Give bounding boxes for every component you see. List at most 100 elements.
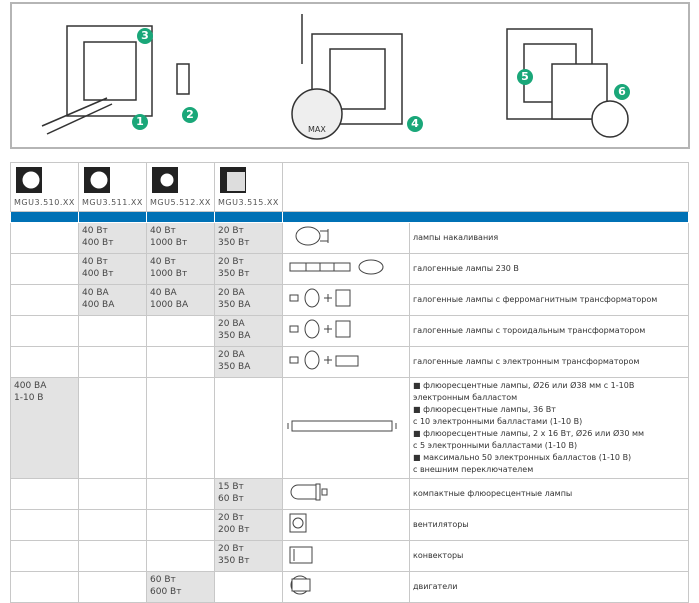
step-1-badge: 1: [132, 114, 148, 130]
load-icon-cell: [282, 315, 410, 347]
table-row: 60 Вт 600 Вт двигатели: [10, 571, 689, 603]
load-value-MGU3.515.XX: [214, 377, 283, 479]
load-icon-cell: [282, 478, 410, 510]
load-icon-cell: [282, 284, 410, 316]
load-value-MGU5.512.XX: 40 Вт 1000 Вт: [146, 253, 215, 285]
halogen-lamp-icon: [289, 259, 384, 275]
load-icon-cell: [282, 377, 410, 479]
product-column-3: MGU3.515.XX: [214, 162, 283, 212]
header-bar: [10, 211, 689, 223]
product-column-2: MGU5.512.XX: [146, 162, 215, 212]
description-line: электронным балластом: [413, 393, 518, 402]
description-line: ■ максимально 50 электронных балластов (…: [413, 453, 632, 462]
load-value-MGU3.511.XX: [78, 540, 147, 572]
motor-icon: [290, 575, 311, 595]
load-value-MGU3.515.XX: 15 Вт 60 Вт: [214, 478, 283, 510]
table-row: 400 ВА 1-10 В ■ флюоресцентные лампы, Ø26…: [10, 377, 689, 479]
convector-icon: [289, 546, 313, 564]
load-value-MGU3.515.XX: 20 ВА 350 ВА: [214, 284, 283, 316]
load-value-MGU3.510.XX: [10, 540, 79, 572]
load-description: двигатели: [409, 571, 689, 603]
load-description: ■ флюоресцентные лампы, Ø26 или Ø38 мм с…: [409, 377, 689, 479]
product-code: MGU3.510.XX: [14, 198, 75, 207]
step-3-badge: 3: [137, 28, 153, 44]
load-value-MGU3.510.XX: [10, 571, 79, 603]
load-description: галогенные лампы с электронным трансформ…: [409, 346, 689, 378]
load-value-MGU3.515.XX: 20 Вт 350 Вт: [214, 222, 283, 254]
load-value-MGU3.511.XX: [78, 571, 147, 603]
load-value-MGU3.511.XX: [78, 377, 147, 479]
load-value-MGU3.510.XX: 400 ВА 1-10 В: [10, 377, 79, 479]
dimmer-rotary-icon: [16, 167, 42, 193]
description-line: ■ флюоресцентные лампы, 36 Вт: [413, 405, 556, 414]
load-description: компактные флюоресцентные лампы: [409, 478, 689, 510]
step-5-badge: 5: [517, 69, 533, 85]
product-header-row: MGU3.510.XX MGU3.511.XX MGU5.512.XX MGU3…: [10, 162, 689, 212]
installation-drawing: MAX: [41, 14, 629, 140]
load-description: вентиляторы: [409, 509, 689, 541]
load-value-MGU3.515.XX: [214, 571, 283, 603]
max-label: MAX: [308, 125, 326, 134]
product-code: MGU3.511.XX: [82, 198, 143, 207]
load-description: конвекторы: [409, 540, 689, 572]
load-icon-cell: [282, 346, 410, 378]
description-line: с 10 электронными балластами (1-10 В): [413, 417, 583, 426]
load-value-MGU3.511.XX: 40 ВА 400 ВА: [78, 284, 147, 316]
halogen-ferromagnetic-transformer-icon: [289, 288, 351, 308]
description-line: ■ флюоресцентные лампы, 2 x 16 Вт, Ø26 и…: [413, 429, 645, 438]
load-value-MGU3.511.XX: 40 Вт 400 Вт: [78, 253, 147, 285]
load-value-MGU3.510.XX: [10, 284, 79, 316]
load-value-MGU3.510.XX: [10, 315, 79, 347]
dimmer-rotary-icon: [152, 167, 178, 193]
load-description: галогенные лампы с ферромагнитным трансф…: [409, 284, 689, 316]
product-code: MGU5.512.XX: [150, 198, 211, 207]
load-value-MGU5.512.XX: 40 ВА 1000 ВА: [146, 284, 215, 316]
halogen-toroidal-transformer-icon: [289, 319, 351, 339]
load-value-MGU3.511.XX: [78, 315, 147, 347]
load-icon-cell: [282, 509, 410, 541]
table-row: 20 ВА 350 ВА галогенные лампы с тороидаль…: [10, 315, 689, 347]
table-row: 20 Вт 200 Вт вентиляторы: [10, 509, 689, 541]
table-row: 20 Вт 350 Вт конвекторы: [10, 540, 689, 572]
load-value-MGU3.515.XX: 20 Вт 200 Вт: [214, 509, 283, 541]
incandescent-lamp-icon: [295, 226, 329, 246]
load-value-MGU3.510.XX: [10, 253, 79, 285]
load-value-MGU3.510.XX: [10, 478, 79, 510]
load-value-MGU5.512.XX: [146, 509, 215, 541]
load-value-MGU5.512.XX: [146, 315, 215, 347]
load-description: галогенные лампы 230 В: [409, 253, 689, 285]
halogen-electronic-transformer-icon: [289, 350, 359, 370]
load-value-MGU5.512.XX: 60 Вт 600 Вт: [146, 571, 215, 603]
fan-icon: [289, 513, 307, 533]
load-value-MGU3.511.XX: [78, 478, 147, 510]
load-value-MGU3.515.XX: 20 ВА 350 ВА: [214, 315, 283, 347]
load-value-MGU5.512.XX: [146, 346, 215, 378]
load-icon-cell: [282, 571, 410, 603]
load-description: лампы накаливания: [409, 222, 689, 254]
dimmer-rotary-icon: [84, 167, 110, 193]
load-value-MGU3.511.XX: [78, 346, 147, 378]
load-value-MGU3.515.XX: 20 Вт 350 Вт: [214, 253, 283, 285]
load-value-MGU3.515.XX: 20 ВА 350 ВА: [214, 346, 283, 378]
description-line: с внешним переключателем: [413, 465, 534, 474]
description-line: с 5 электронными балластами (1-10 В): [413, 441, 578, 450]
product-column-0: MGU3.510.XX: [10, 162, 79, 212]
installation-illustration: MAX 3 1 2 4 5 6: [10, 2, 690, 149]
load-description: галогенные лампы с тороидальным трансфор…: [409, 315, 689, 347]
load-icon-cell: [282, 540, 410, 572]
load-value-MGU3.511.XX: 40 Вт 400 Вт: [78, 222, 147, 254]
load-value-MGU5.512.XX: [146, 377, 215, 479]
product-code: MGU3.515.XX: [218, 198, 279, 207]
load-compatibility-table: MGU3.510.XX MGU3.511.XX MGU5.512.XX MGU3…: [10, 162, 689, 603]
step-4-badge: 4: [407, 116, 423, 132]
load-value-MGU5.512.XX: [146, 478, 215, 510]
load-value-MGU3.515.XX: 20 Вт 350 Вт: [214, 540, 283, 572]
product-column-1: MGU3.511.XX: [78, 162, 147, 212]
table-row: 15 Вт 60 Вт компактные флюоресцентные лам…: [10, 478, 689, 510]
load-value-MGU5.512.XX: [146, 540, 215, 572]
compact-fluorescent-lamp-icon: [290, 483, 328, 501]
load-icon-cell: [282, 253, 410, 285]
